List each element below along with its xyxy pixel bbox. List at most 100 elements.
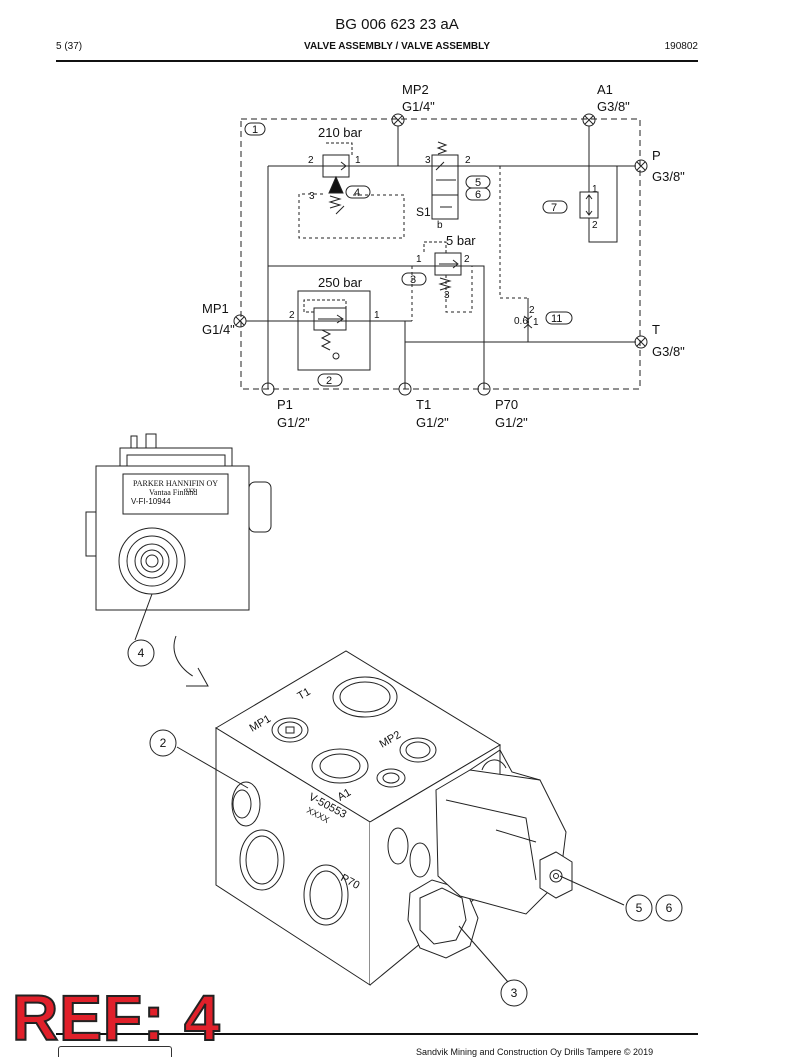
port-4-outer (118, 527, 186, 595)
item-7-number: 7 (551, 202, 557, 214)
page-title: VALVE ASSEMBLY / VALVE ASSEMBLY (304, 41, 490, 52)
pressure-valve-3 (434, 252, 462, 276)
callout-6 (655, 894, 683, 922)
port-t-symbol (634, 335, 648, 349)
port-p1-symbol (261, 382, 275, 396)
schematic-labels: MP2 G1/4" A1 G3/8" P G3/8" T G3/8" MP1 G… (202, 82, 685, 430)
item-6-capsule (465, 187, 491, 201)
svg-text:3: 3 (511, 986, 518, 1000)
label-t-size: G3/8" (652, 344, 685, 359)
item-7-capsule (542, 200, 568, 214)
label-p1-size: G1/2" (277, 415, 310, 430)
label-t: T (652, 322, 660, 337)
item-11-number: 11 (551, 313, 562, 325)
label-p1: P1 (277, 397, 293, 412)
svg-text:V-FI-10944: V-FI-10944 (131, 497, 171, 506)
solenoid-nut (539, 851, 573, 899)
svg-text:6: 6 (666, 901, 673, 915)
label-210bar: 210 bar (318, 125, 363, 140)
label-mp1-size: G1/4" (202, 322, 235, 337)
schematic-item-numbers: 1 4 5 6 7 3 11 2 (252, 124, 562, 387)
item-4-capsule (345, 185, 371, 199)
item-3-capsule (401, 272, 427, 286)
label-mp1: MP1 (202, 301, 229, 316)
item-6-number: 6 (475, 189, 481, 201)
item-11-capsule (545, 311, 573, 325)
header-rule (56, 60, 698, 62)
page-number: 5 (37) (56, 41, 83, 52)
label-p: P (652, 148, 661, 163)
leader-3 (458, 925, 509, 983)
port-a1-symbol (582, 113, 596, 127)
svg-text:2: 2 (592, 220, 598, 231)
svg-text:Vantaa Finland: Vantaa Finland (149, 488, 197, 497)
footer-rule (56, 1033, 698, 1035)
document-number: BG 006 623 23 aA (335, 16, 459, 33)
svg-text:1: 1 (355, 155, 361, 166)
callout-2 (149, 729, 177, 757)
svg-text:2: 2 (308, 155, 314, 166)
item-2-capsule (317, 373, 343, 387)
footer-copyright: Sandvik Mining and Construction Oy Drill… (416, 1047, 654, 1057)
svg-text:5: 5 (636, 901, 643, 915)
svg-text:2: 2 (289, 310, 295, 321)
svg-text:A1: A1 (336, 786, 354, 803)
label-p70: P70 (495, 397, 518, 412)
svg-text:2: 2 (465, 155, 471, 166)
label-plate (122, 473, 229, 515)
callout-4 (127, 639, 155, 667)
svg-text:3: 3 (425, 155, 431, 166)
sandvik-logo (58, 1046, 172, 1057)
view-arrow (173, 635, 197, 679)
label-250bar: 250 bar (318, 275, 363, 290)
item-3-number: 3 (410, 274, 416, 286)
port-t1-top (332, 676, 398, 718)
solenoid-coil-s1 (431, 194, 459, 220)
relief-valve-2-body (297, 290, 371, 371)
svg-text:1: 1 (374, 310, 380, 321)
item-1-number: 1 (252, 124, 258, 136)
document-date: 190802 (664, 41, 698, 52)
label-p70-size: G1/2" (495, 415, 528, 430)
side-view-drawing (85, 433, 272, 641)
svg-text:3: 3 (444, 290, 450, 301)
label-mp2: MP2 (402, 82, 429, 97)
label-mp2-size: G1/4" (402, 99, 435, 114)
port-mp1-symbol (233, 314, 247, 328)
svg-text:b: b (437, 220, 443, 231)
callout-numbers: 4 2 3 5 6 (138, 646, 673, 1000)
leader-2 (176, 746, 249, 789)
callout-5 (625, 894, 653, 922)
valve-block-boundary (240, 118, 641, 390)
svg-text:1: 1 (533, 317, 539, 328)
svg-text:2: 2 (160, 736, 167, 750)
schematic-port-numbers: 2 1 3 3 2 S1 b 1 2 3 1 2 2 1 2 1 0.6 (289, 155, 598, 328)
label-a1-size: G3/8" (597, 99, 630, 114)
ref-stamp: REF: 4 (11, 982, 221, 1054)
label-t1: T1 (416, 397, 431, 412)
svg-text:xxx: xxx (185, 486, 196, 494)
svg-text:4: 4 (138, 646, 145, 660)
hydraulic-schematic (233, 113, 648, 396)
label-p-size: G3/8" (652, 169, 685, 184)
port-mp2-symbol (391, 113, 405, 127)
callout-3 (500, 979, 528, 1007)
svg-text:2: 2 (464, 254, 470, 265)
label-5bar: 5 bar (446, 233, 476, 248)
svg-text:2: 2 (529, 305, 535, 316)
relief-valve-2-spool (313, 307, 347, 331)
item-4-number: 4 (354, 187, 360, 199)
svg-text:T1: T1 (296, 686, 313, 703)
port-p-symbol (634, 159, 648, 173)
isometric-valve-block (215, 650, 573, 986)
item-1-capsule (244, 122, 266, 136)
port-p70-symbol (477, 382, 491, 396)
label-plate-text: PARKER HANNIFIN OY Vantaa Finland xxx V-… (131, 479, 218, 506)
item-5-number: 5 (475, 177, 481, 189)
label-t1-size: G1/2" (416, 415, 449, 430)
svg-text:1: 1 (592, 184, 598, 195)
solenoid-valve-5-6 (431, 154, 459, 196)
item-2-number: 2 (326, 375, 332, 387)
check-valve-7 (579, 191, 599, 219)
